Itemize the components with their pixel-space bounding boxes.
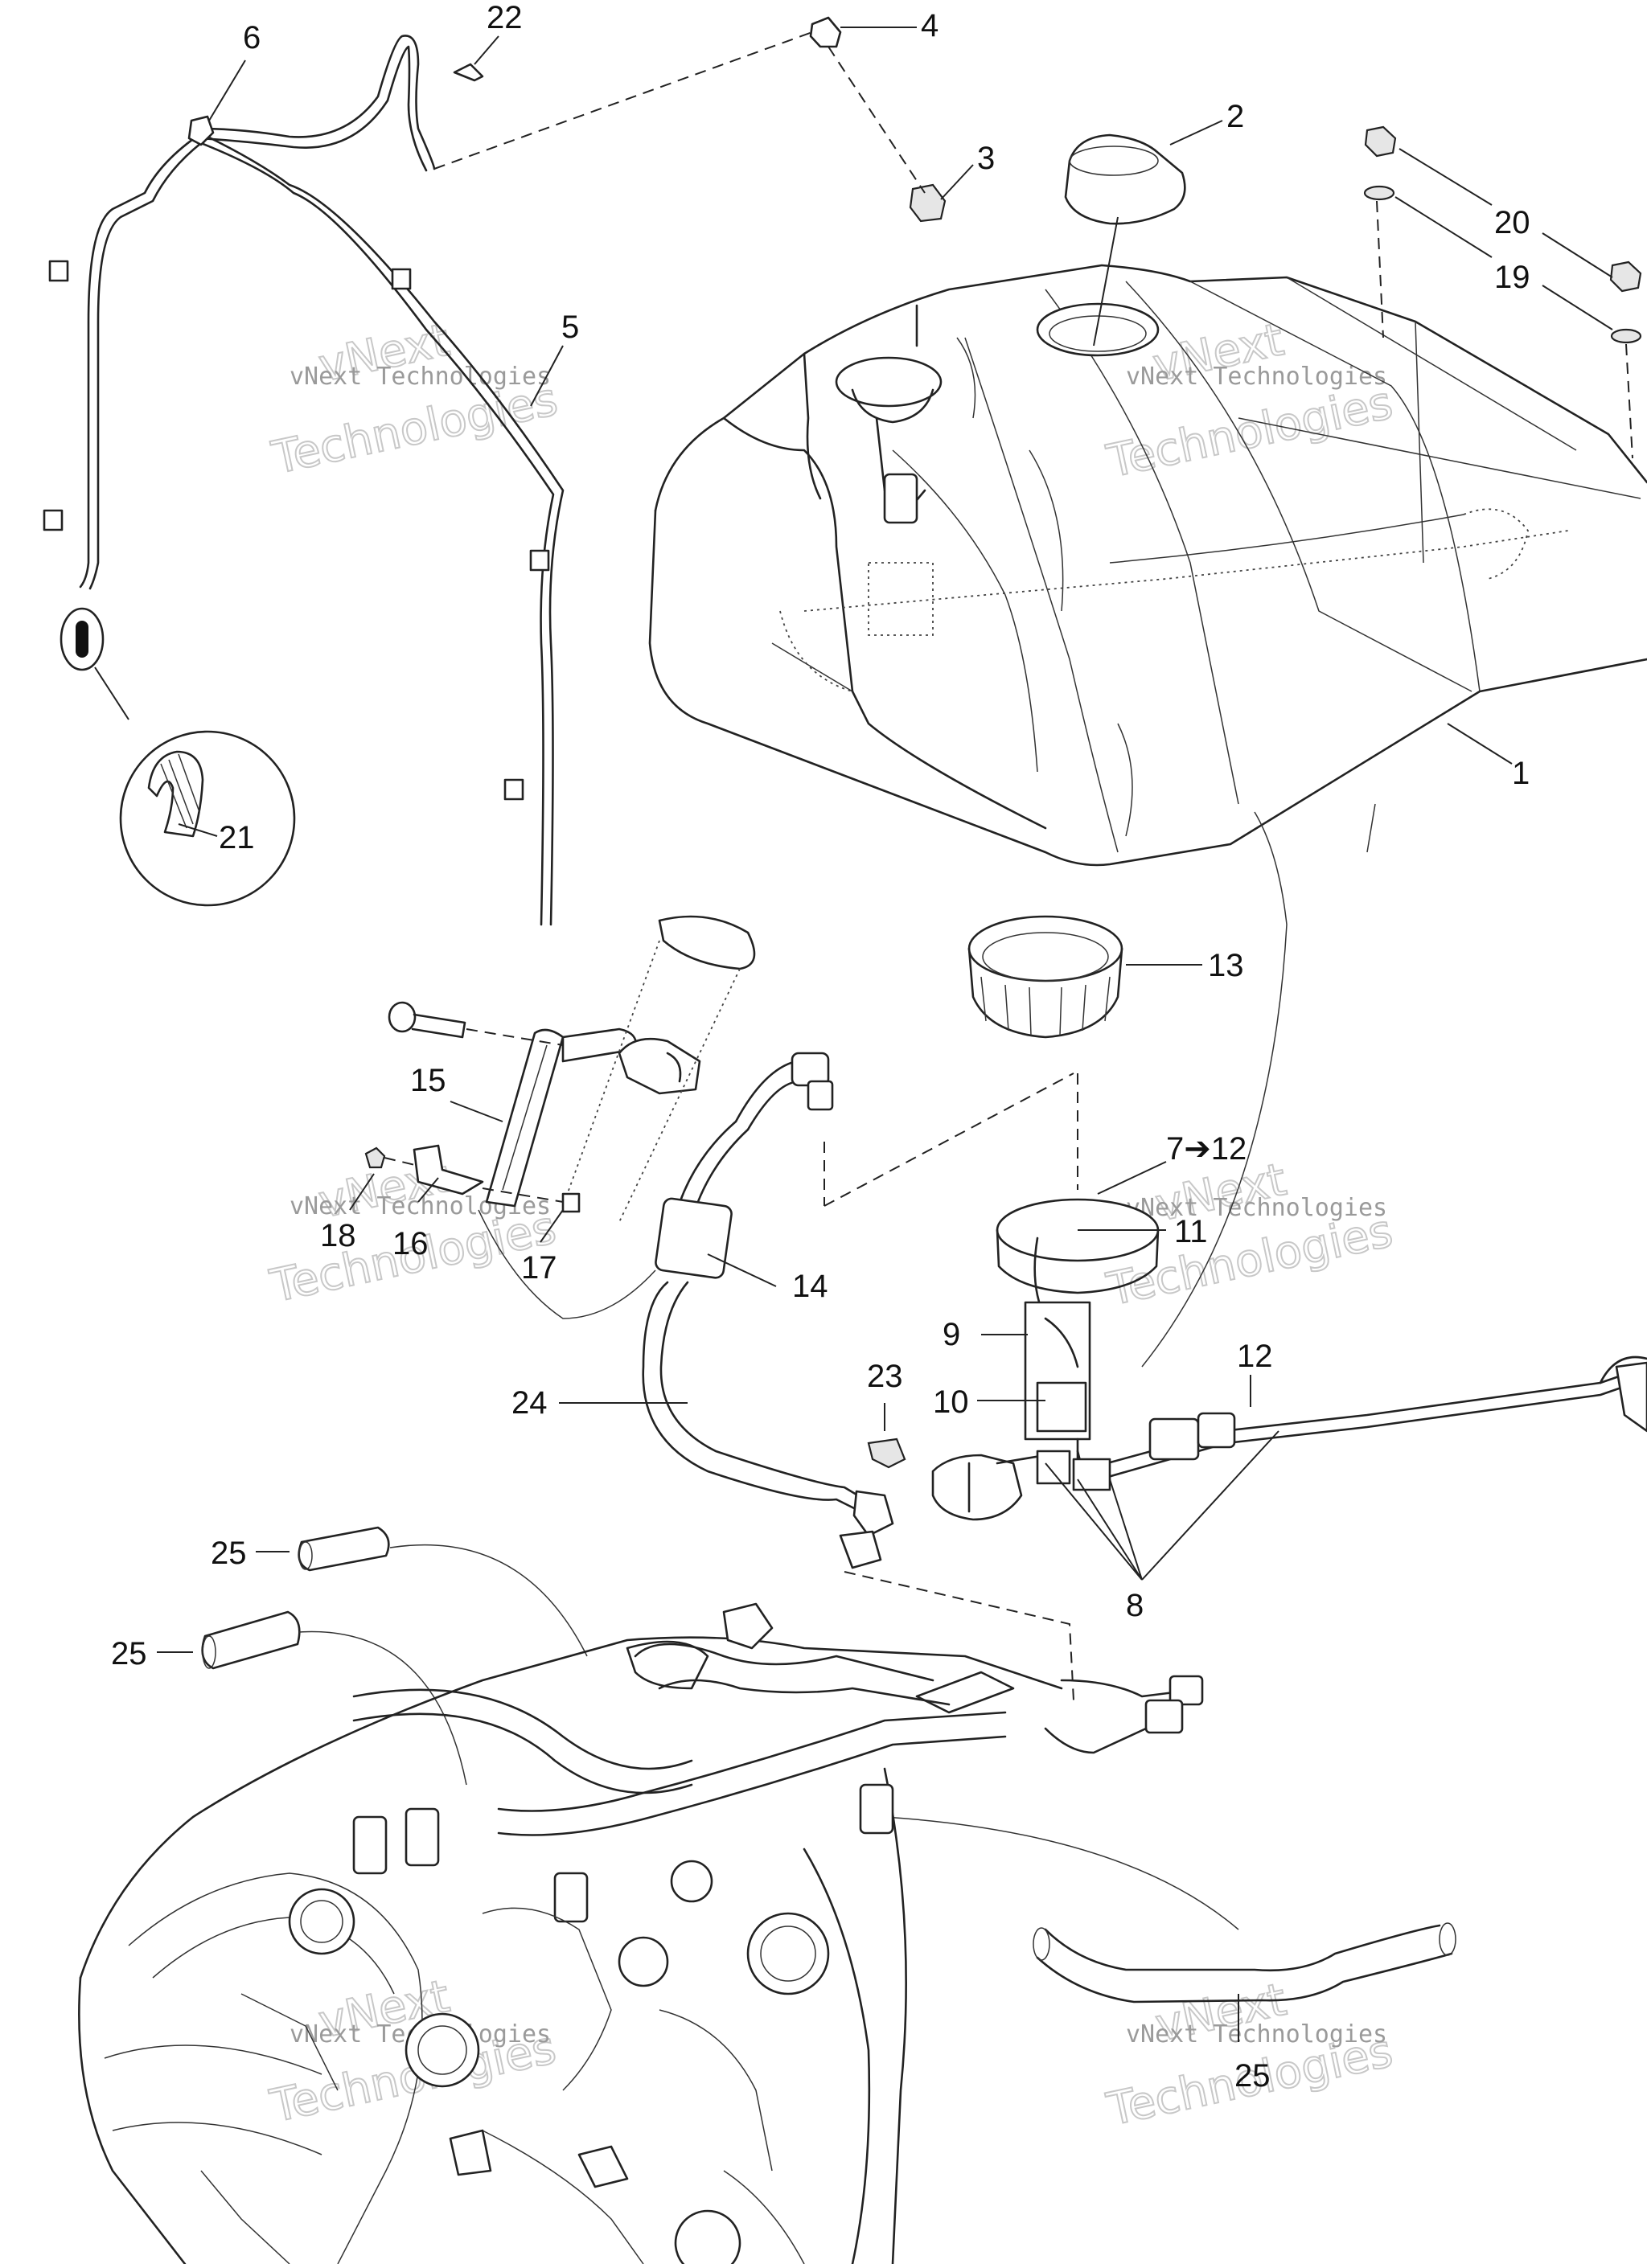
- label-4: 4: [921, 8, 939, 43]
- watermark-text: vNext Technologies: [290, 363, 551, 391]
- label-14: 14: [792, 1269, 828, 1304]
- vent-fitting[interactable]: [809, 16, 842, 48]
- dashed-line-19b: [1625, 343, 1633, 459]
- fuel-cap[interactable]: [1064, 133, 1186, 225]
- nut-18[interactable]: [364, 1146, 386, 1169]
- label-6: 6: [243, 20, 261, 55]
- watermark-text: vNext Technologies: [1126, 1194, 1387, 1222]
- label-5: 5: [561, 310, 579, 345]
- leader-2: [1169, 120, 1223, 146]
- hose-25-guide-middle: [298, 1630, 467, 1786]
- label-25a: 25: [211, 1536, 247, 1571]
- detail-callout[interactable]: [60, 607, 296, 907]
- watermark-text: vNext Technologies: [1126, 2020, 1387, 2049]
- label-11: 11: [1174, 1214, 1208, 1249]
- leader-17: [540, 1209, 564, 1243]
- dashed-line-bolt: [466, 1028, 564, 1046]
- label-8: 8: [1126, 1588, 1144, 1623]
- leader-16: [417, 1177, 439, 1203]
- label-2: 2: [1226, 99, 1244, 134]
- label-20: 20: [1494, 205, 1530, 240]
- leader-1: [1447, 723, 1513, 765]
- label-12: 12: [1237, 1339, 1273, 1374]
- pump-wire-harness[interactable]: [1076, 1355, 1647, 1485]
- grommet[interactable]: [909, 183, 947, 223]
- dashed-line-17: [482, 1187, 564, 1203]
- label-19: 19: [1494, 260, 1530, 295]
- dashed-line-18: [384, 1157, 419, 1167]
- pump-to-tank-line: [1141, 811, 1288, 1368]
- hose-25-bottom[interactable]: [1033, 1922, 1456, 2003]
- leader-20: [1399, 148, 1613, 278]
- hose-25-guide-bottom: [884, 1816, 1239, 1930]
- label-15: 15: [410, 1063, 446, 1098]
- fuel-filter-plate[interactable]: [562, 915, 756, 1223]
- leader-6: [208, 59, 246, 121]
- dashed-line-4b: [828, 46, 926, 194]
- label-25b: 25: [111, 1636, 147, 1671]
- label-22: 22: [487, 0, 523, 35]
- nut-2[interactable]: [1609, 260, 1642, 293]
- hose-25-top[interactable]: [298, 1526, 390, 1572]
- label-16: 16: [392, 1226, 429, 1261]
- leader-8: [1045, 1430, 1279, 1581]
- lock-ring[interactable]: [967, 915, 1123, 1039]
- leader-21: [178, 823, 218, 837]
- hose-clip[interactable]: [187, 115, 215, 146]
- dashed-line-4: [433, 31, 813, 170]
- watermark-technologies: Technologies: [1103, 377, 1397, 489]
- leader-22: [474, 35, 499, 65]
- label-1: 1: [1512, 756, 1530, 791]
- mounting-bracket[interactable]: [485, 1027, 638, 1208]
- leader-2-tank: [1093, 216, 1119, 347]
- leader-18: [349, 1173, 375, 1211]
- washer-1[interactable]: [1363, 185, 1395, 201]
- leader-3: [940, 164, 974, 200]
- leader-5: [530, 345, 564, 407]
- fuel-hose[interactable]: [642, 1281, 894, 1569]
- label-7: 7➔12: [1166, 1131, 1247, 1167]
- vent-hose[interactable]: [43, 35, 565, 926]
- label-9: 9: [943, 1317, 960, 1352]
- bracket-16[interactable]: [413, 1144, 484, 1196]
- filter-to-bracket-line: [478, 1209, 656, 1319]
- dashed-line-19: [1376, 200, 1384, 338]
- hose-25-guide-top: [389, 1544, 588, 1657]
- label-18: 18: [320, 1218, 356, 1253]
- leader-15: [450, 1101, 503, 1122]
- dashed-line-connector: [824, 1072, 1074, 1207]
- washer-2[interactable]: [1610, 328, 1642, 344]
- bolt[interactable]: [388, 1001, 466, 1039]
- hose-clamp[interactable]: [867, 1437, 906, 1469]
- label-25c: 25: [1234, 2058, 1271, 2094]
- label-3: 3: [977, 141, 995, 176]
- label-10: 10: [933, 1384, 969, 1420]
- label-23: 23: [867, 1359, 903, 1394]
- leader-7: [1097, 1161, 1167, 1195]
- label-24: 24: [511, 1385, 548, 1421]
- hose-25-middle[interactable]: [201, 1610, 301, 1670]
- engine-assembly[interactable]: [78, 1602, 1204, 2268]
- clip-17[interactable]: [561, 1192, 581, 1213]
- label-21: 21: [219, 820, 255, 855]
- retaining-clip[interactable]: [453, 63, 484, 82]
- watermark-text: vNext Technologies: [1126, 363, 1387, 391]
- fuel-tank[interactable]: [648, 264, 1647, 867]
- nut-1[interactable]: [1364, 125, 1397, 158]
- leader-14: [707, 1253, 777, 1287]
- fuel-pump-module[interactable]: [996, 1198, 1160, 1441]
- fuel-filter[interactable]: [655, 1052, 834, 1279]
- leader-19: [1394, 196, 1613, 330]
- dashed-line-hose: [844, 1571, 1074, 1701]
- pump-pickup-filter[interactable]: [931, 1450, 1111, 1521]
- label-13: 13: [1208, 948, 1244, 983]
- label-17: 17: [521, 1250, 557, 1286]
- fuel-filter-housing[interactable]: [618, 1037, 701, 1095]
